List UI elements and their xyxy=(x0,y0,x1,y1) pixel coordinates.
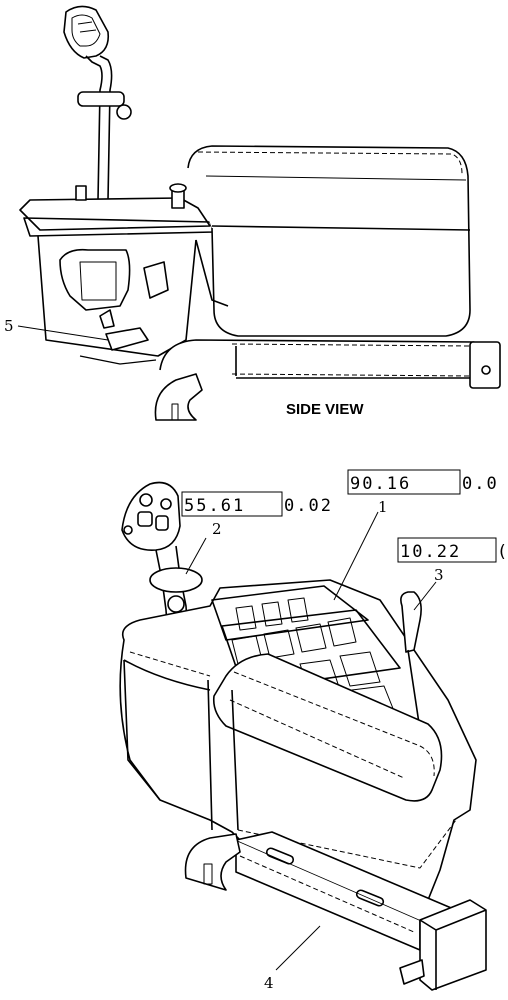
callout-4-label: 4 xyxy=(264,974,274,992)
side-view-caption: SIDE VIEW xyxy=(286,401,364,418)
ref-1-boxed-text: 90.16 xyxy=(350,474,411,494)
callout-2-label: 2 xyxy=(212,520,222,538)
ref-2-rest-text: 0.02 xyxy=(284,496,333,516)
callout-4-leader xyxy=(275,925,321,971)
callout-3-leader xyxy=(413,581,437,611)
callout-2-leader xyxy=(185,537,207,575)
ref-3-box xyxy=(397,537,497,563)
ref-2-boxed-text: 55.61 xyxy=(184,496,245,516)
callout-5-label: 5 xyxy=(4,317,14,335)
ref-3-boxed-text: 10.22 xyxy=(400,542,461,562)
ref-1-rest-text: 0.0 xyxy=(462,474,499,494)
callout-1-label: 1 xyxy=(378,498,388,516)
callout-1-leader xyxy=(333,511,379,601)
iso-view-drawing xyxy=(119,481,487,991)
side-view-drawing xyxy=(19,5,501,421)
ref-1-box xyxy=(347,469,461,495)
ref-3-rest-text: ( xyxy=(497,542,508,562)
callout-3-label: 3 xyxy=(434,566,444,584)
ref-2-box xyxy=(181,491,283,517)
callout-5-leader xyxy=(17,325,109,341)
